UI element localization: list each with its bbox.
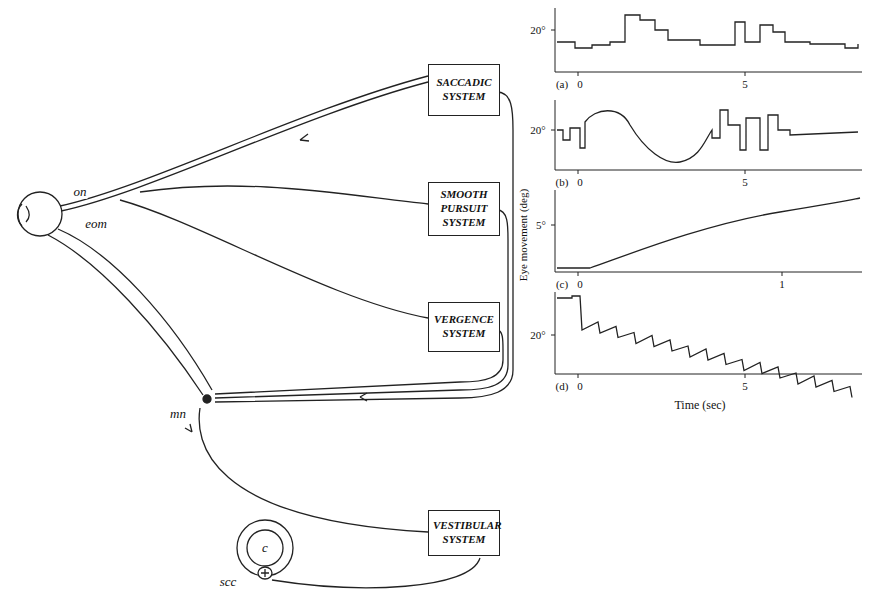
system-name: SACCADIC SYSTEM <box>433 76 495 104</box>
pursuit-output <box>215 210 508 398</box>
canal-label: scc <box>219 575 238 589</box>
axis-title: Eye movement (deg) <box>517 188 529 282</box>
tick-label: 5 <box>741 380 749 392</box>
pursuit-trace <box>557 110 858 162</box>
system-name: VESTIBULAR SYSTEM <box>433 519 495 547</box>
flow-arrow <box>360 393 367 401</box>
axis-title: Time (sec) <box>673 399 726 412</box>
saccadic-output <box>215 92 513 402</box>
flow-arrow <box>185 424 192 432</box>
neuron-label: mn <box>169 407 187 421</box>
optic-nerve-branch <box>140 186 428 204</box>
lens <box>26 206 29 222</box>
axis-value: 20° <box>529 124 546 136</box>
vergence-trace <box>557 198 860 268</box>
saccade-trace <box>557 15 858 48</box>
plots <box>551 8 862 398</box>
tick-label: 1 <box>778 278 786 290</box>
vestibular-nerve <box>272 558 480 588</box>
panel-label: (b) <box>555 176 570 188</box>
tick-label: 5 <box>741 78 749 90</box>
optic-nerve <box>60 76 428 206</box>
system-name: SMOOTH PURSUIT SYSTEM <box>433 188 495 229</box>
tick-label: 0 <box>576 176 584 188</box>
muscle-label: eom <box>84 217 108 231</box>
optic-nerve-branch <box>120 200 428 318</box>
motor-neuron <box>203 395 211 403</box>
tick-label: 0 <box>576 78 584 90</box>
axis-value: 20° <box>529 24 546 36</box>
nystagmus-trace <box>557 296 852 398</box>
vestibular-box: VESTIBULAR SYSTEM <box>428 510 500 556</box>
eyeball <box>18 192 62 236</box>
panel-label: (d) <box>555 380 570 392</box>
saccadic-box: SACCADIC SYSTEM <box>428 64 500 116</box>
extraocular-muscle <box>48 235 203 395</box>
tick-label: 0 <box>576 278 584 290</box>
panel-label: (a) <box>555 78 569 90</box>
cupula-label: c <box>261 541 269 555</box>
cornea <box>18 204 23 226</box>
ampulla-mark <box>261 569 269 577</box>
axis-value: 5° <box>535 219 547 231</box>
tick-label: 5 <box>741 176 749 188</box>
system-name: VERGENCE SYSTEM <box>433 313 495 341</box>
axis-value: 20° <box>529 329 546 341</box>
panel-label: (c) <box>555 278 569 290</box>
extraocular-muscle <box>58 229 212 390</box>
optic-nerve <box>61 82 428 211</box>
vergence-box: VERGENCE SYSTEM <box>428 302 500 352</box>
tick-label: 0 <box>576 380 584 392</box>
pursuit-box: SMOOTH PURSUIT SYSTEM <box>428 182 500 236</box>
flow-arrow <box>300 134 309 141</box>
vestibular-output <box>199 408 428 532</box>
semicircular-canal <box>247 530 283 566</box>
ampulla <box>258 567 272 579</box>
nerve-label: on <box>73 185 88 199</box>
